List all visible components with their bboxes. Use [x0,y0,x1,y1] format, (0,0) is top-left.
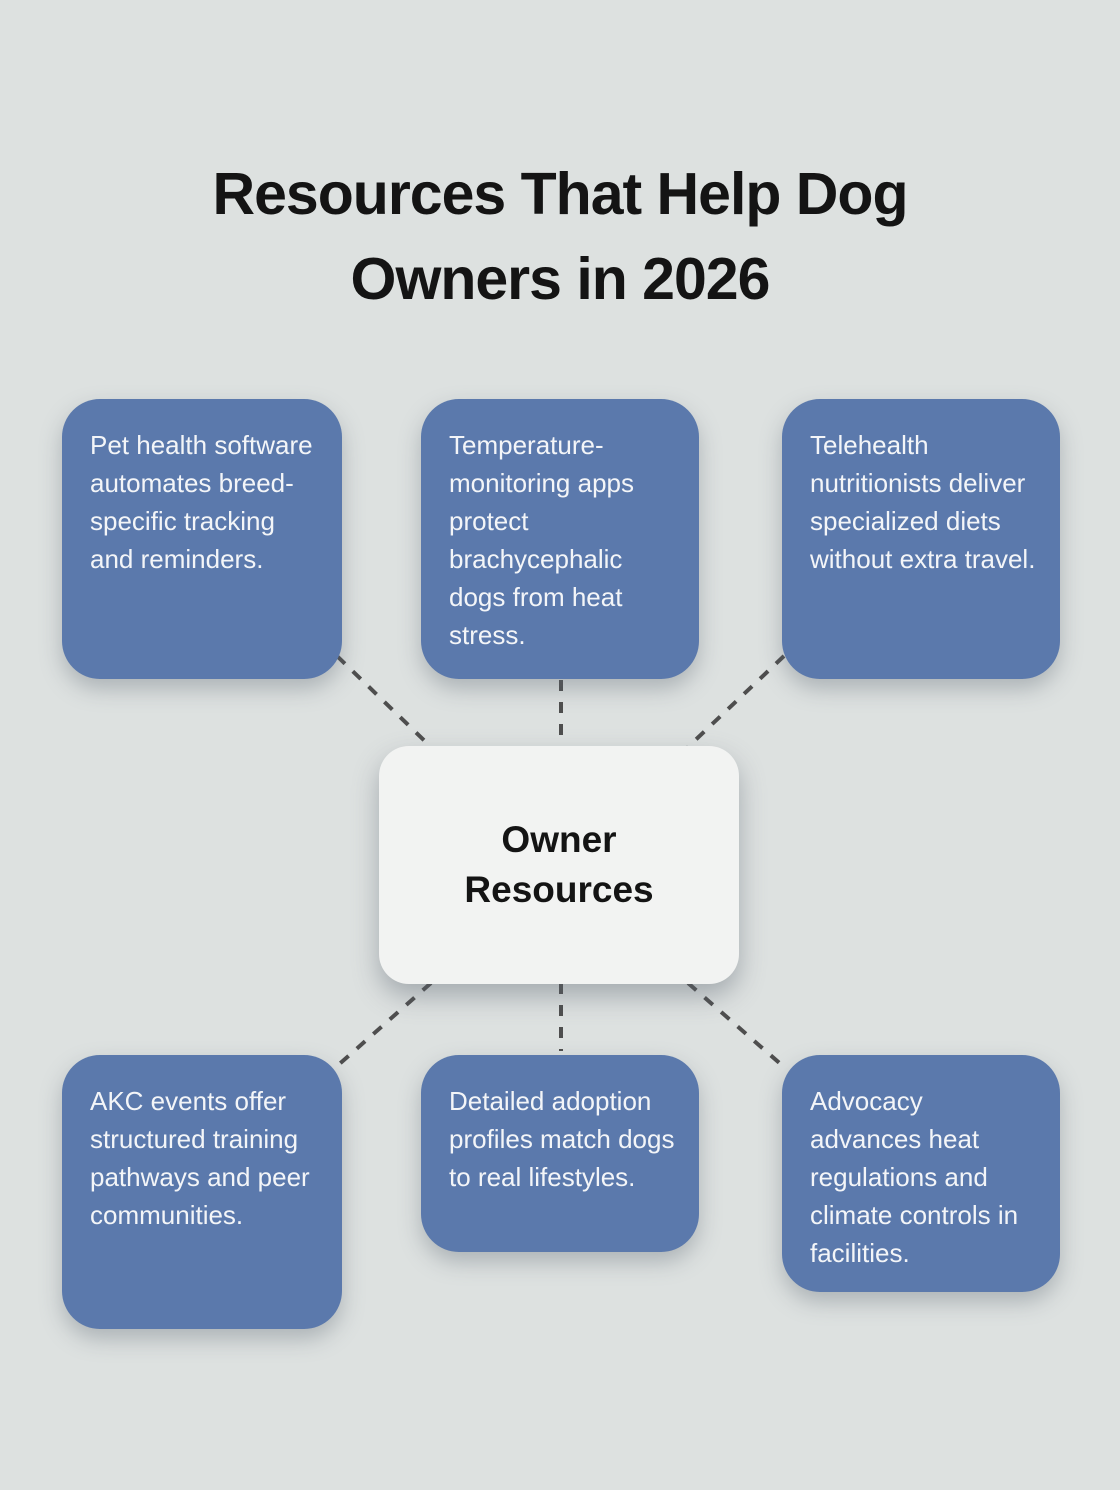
node-text: AKC events offer structured training pat… [90,1086,310,1230]
node-text: Pet health software automates breed-spec… [90,430,313,574]
node-temperature-monitoring-apps: Temperature-monitoring apps protect brac… [421,399,699,679]
connector-line-bottom-right [686,981,786,1069]
node-telehealth-nutritionists: Telehealth nutritionists deliver special… [782,399,1060,679]
node-text: Detailed adoption profiles match dogs to… [449,1086,675,1192]
node-advocacy: Advocacy advances heat regulations and c… [782,1055,1060,1292]
page-title: Resources That Help Dog Owners in 2026 [212,160,909,312]
node-text: Temperature-monitoring apps protect brac… [449,430,634,650]
center-node-label: Owner Resources [464,819,654,910]
connector-line-top-left [335,654,433,749]
node-text: Advocacy advances heat regulations and c… [810,1086,1019,1268]
center-node-owner-resources: Owner Resources [379,746,739,984]
node-akc-events: AKC events offer structured training pat… [62,1055,342,1329]
connector-line-top-right [686,654,786,749]
connector-line-bottom-left [334,981,433,1069]
node-text: Telehealth nutritionists deliver special… [810,430,1036,574]
node-pet-health-software: Pet health software automates breed-spec… [62,399,342,679]
node-adoption-profiles: Detailed adoption profiles match dogs to… [421,1055,699,1252]
